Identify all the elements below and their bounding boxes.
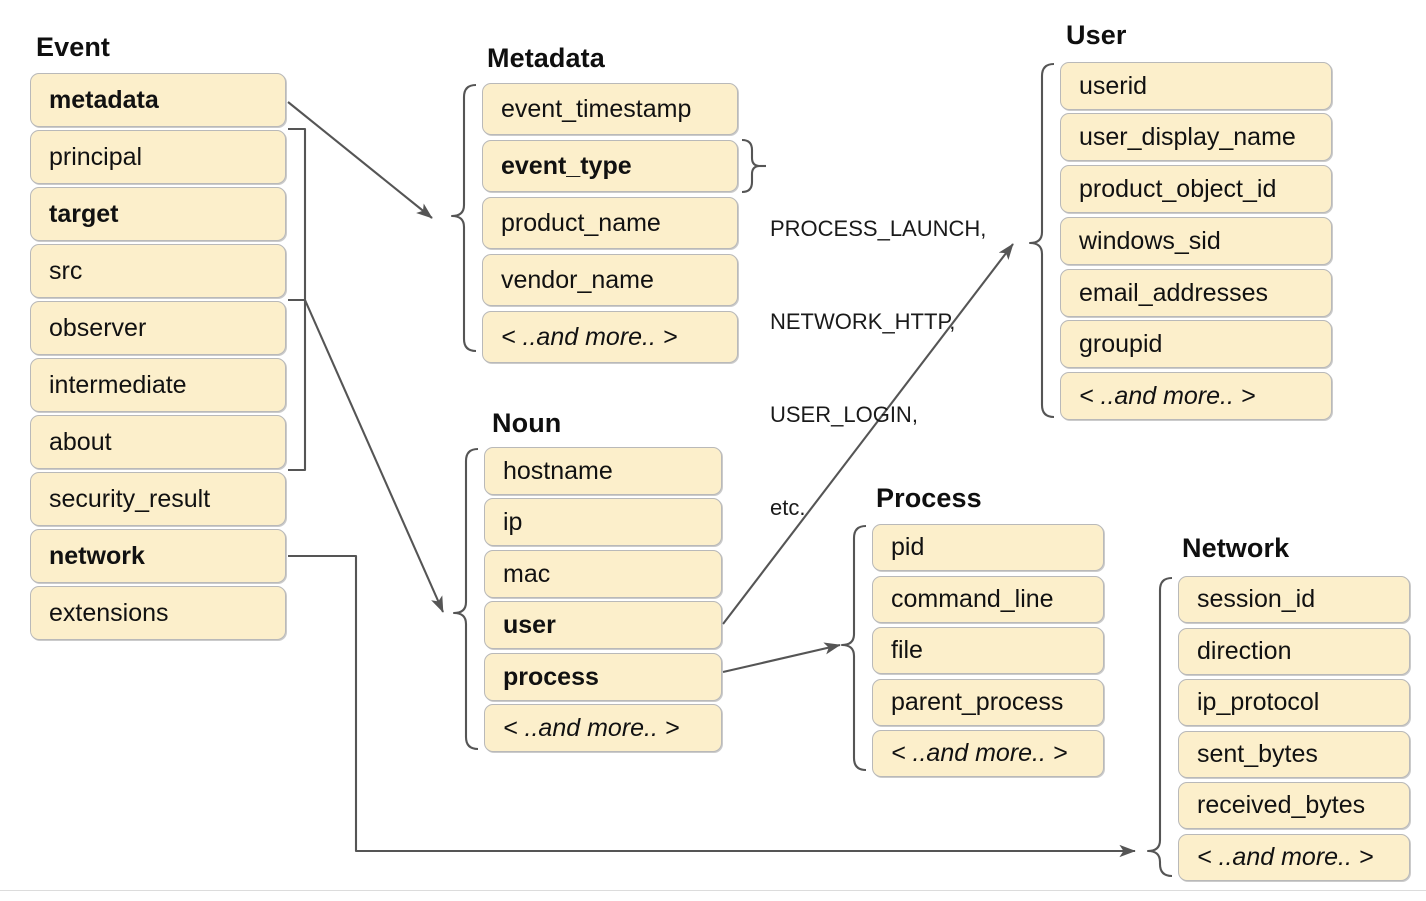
field-metadata-event-type[interactable]: event_type [482,140,738,192]
field-network-sent-bytes[interactable]: sent_bytes [1178,731,1410,778]
group-title-network: Network [1182,533,1290,563]
annotation-line-1: PROCESS_LAUNCH, [770,216,987,241]
field-noun-user[interactable]: user [484,601,722,649]
field-event-observer[interactable]: observer [30,301,286,355]
annotation-line-2: NETWORK_HTTP, [770,309,956,334]
field-noun-mac[interactable]: mac [484,550,722,598]
field-process-and-more[interactable]: < ..and more.. > [872,730,1104,777]
field-noun-ip[interactable]: ip [484,498,722,546]
network-group-brace [1146,576,1173,878]
field-user-email-addresses[interactable]: email_addresses [1060,269,1332,317]
field-user-product-object-id[interactable]: product_object_id [1060,165,1332,213]
field-user-windows-sid[interactable]: windows_sid [1060,217,1332,265]
field-network-ip-protocol[interactable]: ip_protocol [1178,679,1410,726]
field-noun-hostname[interactable]: hostname [484,447,722,495]
annotation-event-type-values: PROCESS_LAUNCH, NETWORK_HTTP, USER_LOGIN… [770,151,986,585]
connector-metadata-to-metadata-group [287,101,433,219]
field-event-security-result[interactable]: security_result [30,472,286,526]
field-event-principal[interactable]: principal [30,130,286,184]
field-network-received-bytes[interactable]: received_bytes [1178,782,1410,829]
field-network-and-more[interactable]: < ..and more.. > [1178,834,1410,881]
field-event-target[interactable]: target [30,187,286,241]
field-user-userid[interactable]: userid [1060,62,1332,110]
event-type-enum-brace [741,138,762,194]
field-metadata-event-timestamp[interactable]: event_timestamp [482,83,738,135]
event-subgroup-bracket [288,127,307,472]
field-event-src[interactable]: src [30,244,286,298]
field-process-pid[interactable]: pid [872,524,1104,571]
field-process-file[interactable]: file [872,627,1104,674]
group-title-user: User [1066,20,1127,50]
field-process-parent-process[interactable]: parent_process [872,679,1104,726]
field-event-about[interactable]: about [30,415,286,469]
bottom-divider [0,890,1426,891]
group-title-event: Event [36,32,111,62]
field-user-user-display-name[interactable]: user_display_name [1060,113,1332,161]
field-noun-and-more[interactable]: < ..and more.. > [484,704,722,752]
field-network-direction[interactable]: direction [1178,628,1410,675]
field-event-network[interactable]: network [30,529,286,583]
field-event-extensions[interactable]: extensions [30,586,286,640]
field-event-metadata[interactable]: metadata [30,73,286,127]
connector-noun-process-to-process-group [722,642,841,674]
field-metadata-product-name[interactable]: product_name [482,197,738,249]
field-metadata-and-more[interactable]: < ..and more.. > [482,311,738,363]
field-noun-process[interactable]: process [484,653,722,701]
group-title-noun: Noun [492,408,562,438]
noun-group-brace [452,447,479,751]
field-process-command-line[interactable]: command_line [872,576,1104,623]
field-metadata-vendor-name[interactable]: vendor_name [482,254,738,306]
metadata-group-brace [450,83,477,353]
user-group-brace [1028,62,1055,419]
annotation-line-4: etc. [770,495,806,520]
connector-event-nouns-to-noun-group [304,299,444,613]
field-network-session-id[interactable]: session_id [1178,576,1410,623]
annotation-line-3: USER_LOGIN, [770,402,918,427]
field-user-and-more[interactable]: < ..and more.. > [1060,372,1332,420]
field-user-groupid[interactable]: groupid [1060,320,1332,368]
group-title-process: Process [876,483,982,513]
group-title-metadata: Metadata [487,43,605,73]
field-event-intermediate[interactable]: intermediate [30,358,286,412]
